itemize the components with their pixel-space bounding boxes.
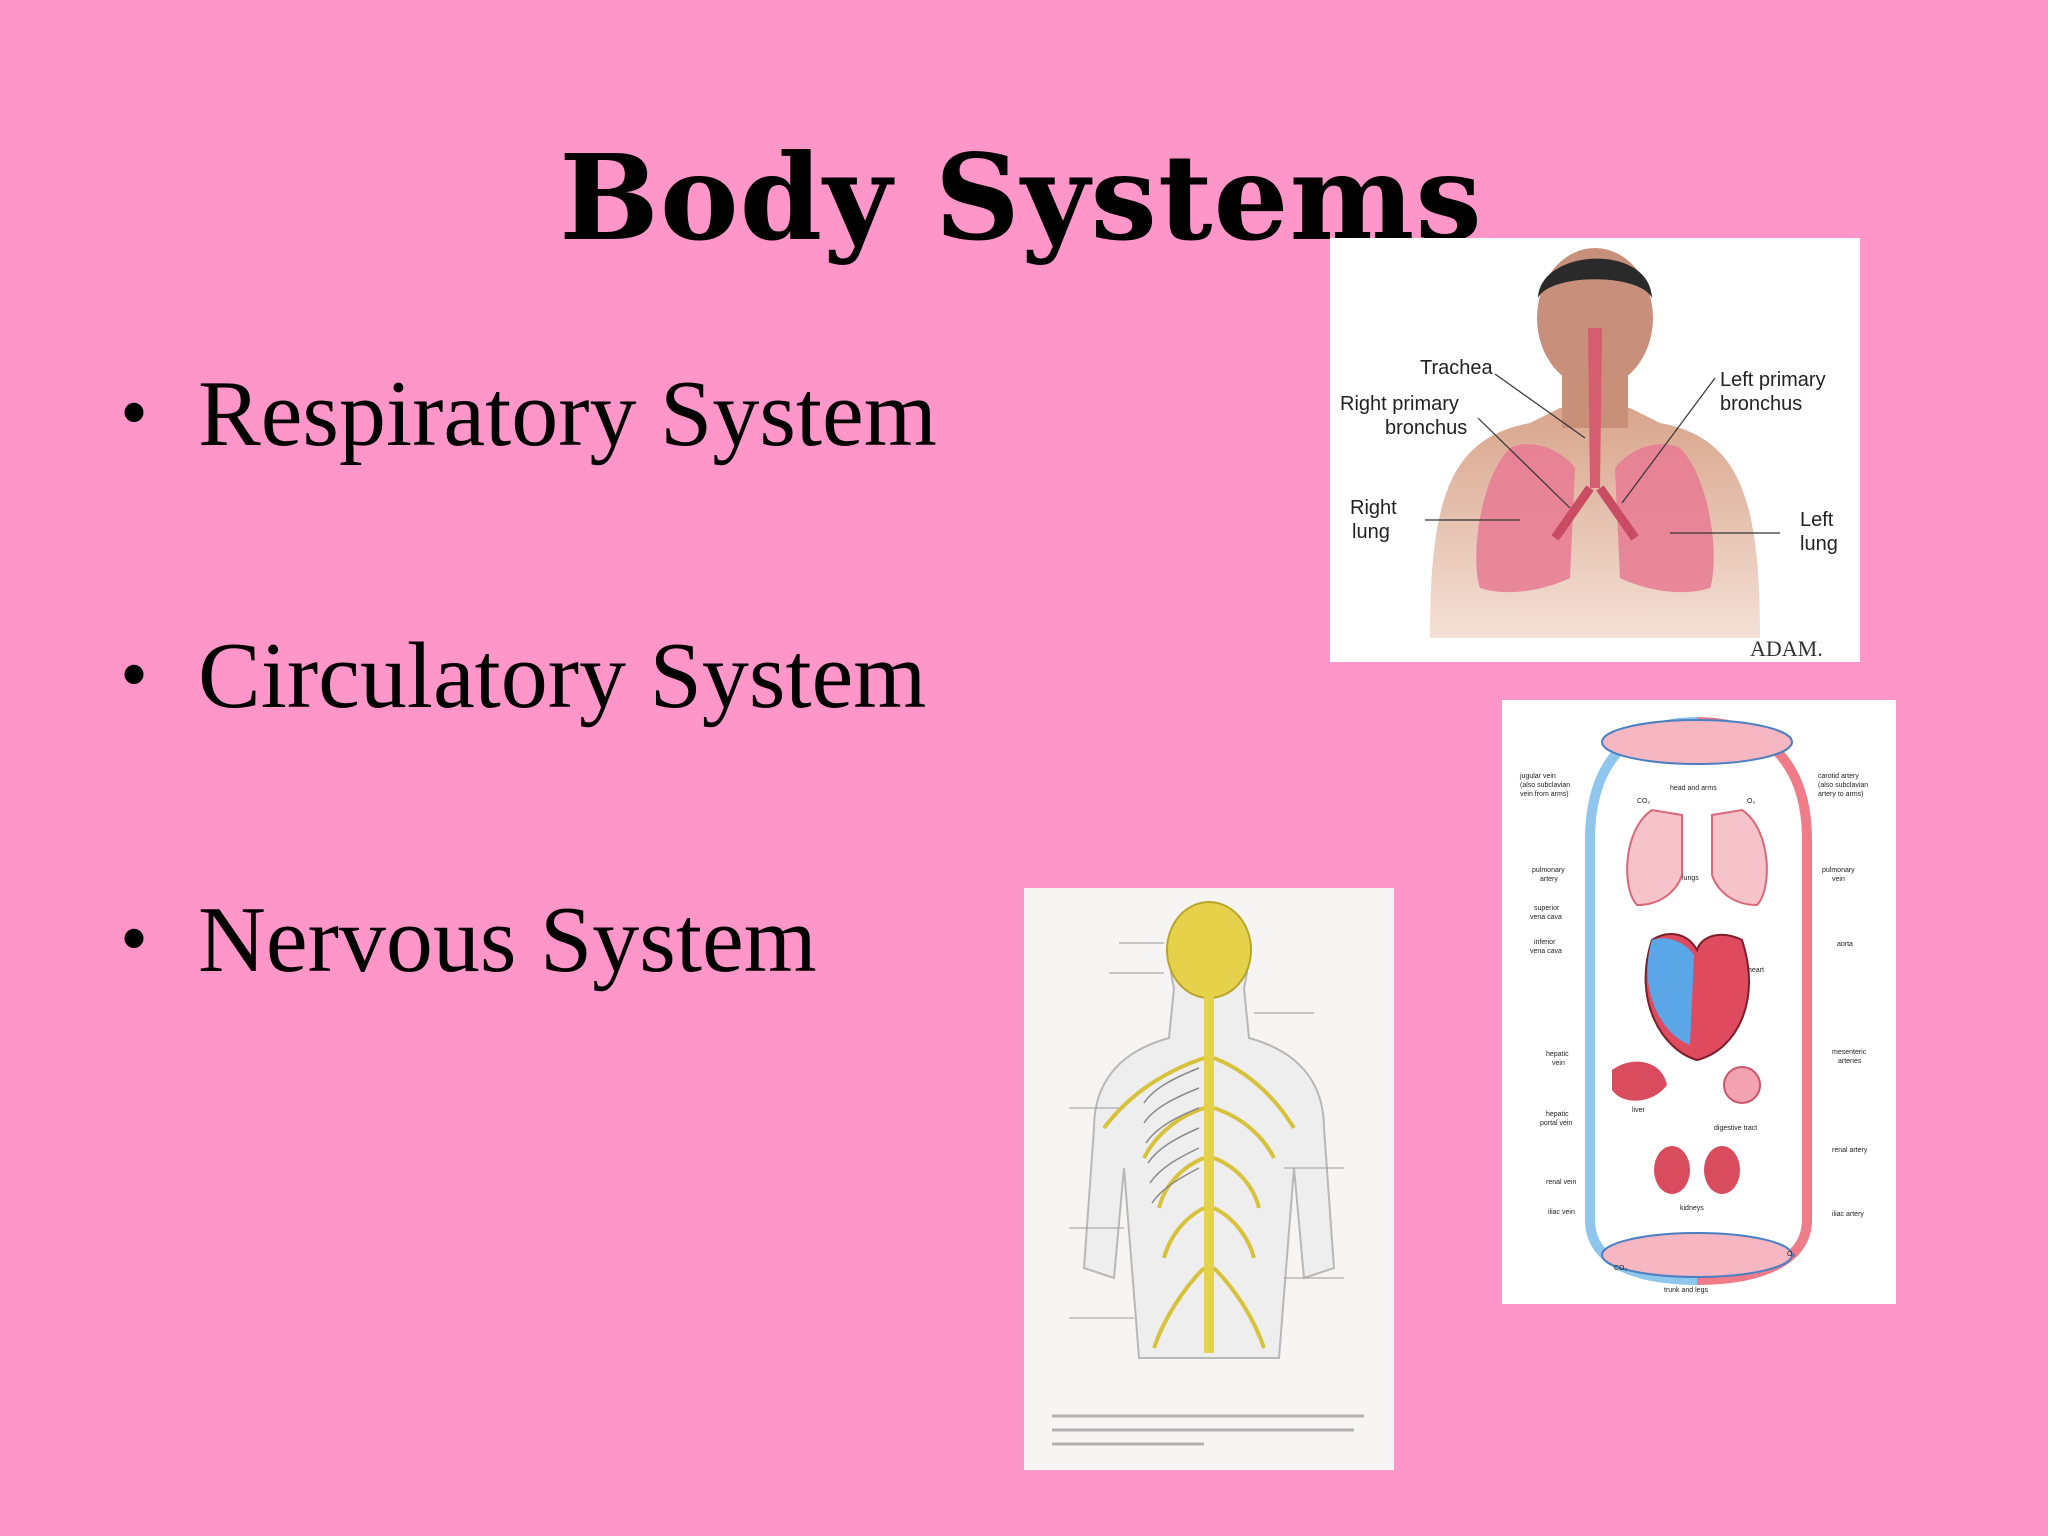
bullet-glyph: • xyxy=(120,631,149,719)
digestive-shape xyxy=(1723,1066,1761,1104)
label-o2-top: O₂ xyxy=(1747,798,1755,805)
nervous-figure xyxy=(1024,888,1394,1470)
bullet-item-respiratory: • Respiratory System xyxy=(120,360,937,468)
label-hepatic-vein-2: vein xyxy=(1552,1060,1565,1067)
bullet-item-nervous: • Nervous System xyxy=(120,886,817,994)
label-kidneys: kidneys xyxy=(1680,1205,1704,1212)
kidney-left-shape xyxy=(1654,1146,1690,1194)
label-left-primary-bronchus-2: bronchus xyxy=(1720,393,1802,415)
label-superior-vena-cava-2: vena cava xyxy=(1530,914,1562,921)
lungs-right-shape xyxy=(1711,808,1768,907)
label-trachea: Trachea xyxy=(1420,357,1494,379)
label-mesenteric-arteries-2: arteries xyxy=(1838,1058,1862,1065)
label-aorta: aorta xyxy=(1837,941,1853,948)
label-trunk-and-legs: trunk and legs xyxy=(1664,1287,1708,1294)
label-head-and-arms: head and arms xyxy=(1670,785,1717,792)
heart-right-side xyxy=(1647,938,1694,1045)
label-iliac-vein: iliac vein xyxy=(1548,1209,1575,1216)
bullet-text: Circulatory System xyxy=(198,624,927,728)
adam-logo: ADAM. xyxy=(1750,636,1823,661)
leader-lines xyxy=(1425,373,1780,534)
hair-shape xyxy=(1538,258,1652,298)
nervous-leader-lines xyxy=(1069,942,1344,1319)
label-left-lung-1: Left xyxy=(1800,509,1834,531)
bullet-item-circulatory: • Circulatory System xyxy=(120,622,926,730)
label-inferior-vena-cava-1: inferior xyxy=(1534,939,1556,946)
label-jugular-vein-2: (also subclavian xyxy=(1520,782,1570,789)
label-carotid-artery-2: (also subclavian xyxy=(1818,782,1868,789)
label-carotid-artery-3: artery to arms) xyxy=(1818,791,1864,798)
label-hepatic-vein-1: hepatic xyxy=(1546,1051,1569,1058)
label-right-lung-1: Right xyxy=(1350,497,1397,519)
label-iliac-artery: iliac artery xyxy=(1832,1211,1864,1218)
trunk-capillaries xyxy=(1601,1232,1793,1278)
kidney-right-shape xyxy=(1704,1146,1740,1194)
label-co2-bottom: CO₂ xyxy=(1614,1265,1628,1272)
label-right-primary-bronchus-2: bronchus xyxy=(1385,417,1467,439)
spinal-nerves xyxy=(1102,1056,1296,1349)
label-jugular-vein-1: jugular vein xyxy=(1519,773,1556,780)
bronchi-shape xyxy=(1551,485,1639,541)
bullet-text: Nervous System xyxy=(198,888,817,992)
spinal-cord xyxy=(1204,993,1214,1353)
label-renal-artery: renal artery xyxy=(1832,1147,1868,1154)
head-shape xyxy=(1537,248,1653,388)
label-digestive-tract: digestive tract xyxy=(1714,1125,1757,1132)
label-jugular-vein-3: vein from arms) xyxy=(1520,791,1569,798)
circulatory-figure: jugular vein (also subclavian vein from … xyxy=(1502,700,1896,1304)
trachea-shape xyxy=(1588,328,1602,488)
label-liver: liver xyxy=(1632,1107,1646,1114)
label-superior-vena-cava-1: superior xyxy=(1534,905,1560,912)
brain-shape xyxy=(1166,901,1252,999)
rib-lines xyxy=(1143,1067,1200,1204)
nervous-illustration xyxy=(1052,901,1364,1446)
bullet-glyph: • xyxy=(120,369,149,457)
bullet-glyph: • xyxy=(120,895,149,983)
slide-title: Body Systems xyxy=(559,128,1483,267)
bullet-text: Respiratory System xyxy=(198,362,937,466)
label-carotid-artery-1: carotid artery xyxy=(1818,773,1859,780)
left-lung-shape xyxy=(1615,444,1714,593)
label-heart: heart xyxy=(1748,967,1764,974)
liver-shape xyxy=(1612,1061,1667,1101)
caption-lines xyxy=(1052,1414,1364,1446)
right-lung-shape xyxy=(1476,444,1575,593)
circulatory-illustration: jugular vein (also subclavian vein from … xyxy=(1519,717,1868,1294)
label-hepatic-portal-vein-1: hepatic xyxy=(1546,1111,1569,1118)
label-o2-bottom: O₂ xyxy=(1787,1251,1795,1258)
label-hepatic-portal-vein-2: portal vein xyxy=(1540,1120,1572,1127)
head-capillaries xyxy=(1601,719,1793,765)
label-inferior-vena-cava-2: vena cava xyxy=(1530,948,1562,955)
label-right-lung-2: lung xyxy=(1352,521,1390,543)
respiratory-illustration: Trachea Right primary bronchus Left prim… xyxy=(1340,248,1838,661)
lungs-left-shape xyxy=(1626,808,1683,907)
label-mesenteric-arteries-1: mesenteric xyxy=(1832,1049,1867,1056)
label-renal-vein: renal vein xyxy=(1546,1179,1576,1186)
respiratory-figure: Trachea Right primary bronchus Left prim… xyxy=(1330,238,1860,662)
label-pulmonary-artery-1: pulmonary xyxy=(1532,867,1565,874)
label-pulmonary-vein-1: pulmonary xyxy=(1822,867,1855,874)
label-pulmonary-vein-2: vein xyxy=(1832,876,1845,883)
label-pulmonary-artery-2: artery xyxy=(1540,876,1558,883)
label-lungs: lungs xyxy=(1682,875,1699,882)
label-left-lung-2: lung xyxy=(1800,533,1838,555)
label-left-primary-bronchus-1: Left primary xyxy=(1720,369,1826,391)
label-right-primary-bronchus-1: Right primary xyxy=(1340,393,1459,415)
label-co2-top: CO₂ xyxy=(1637,798,1651,805)
